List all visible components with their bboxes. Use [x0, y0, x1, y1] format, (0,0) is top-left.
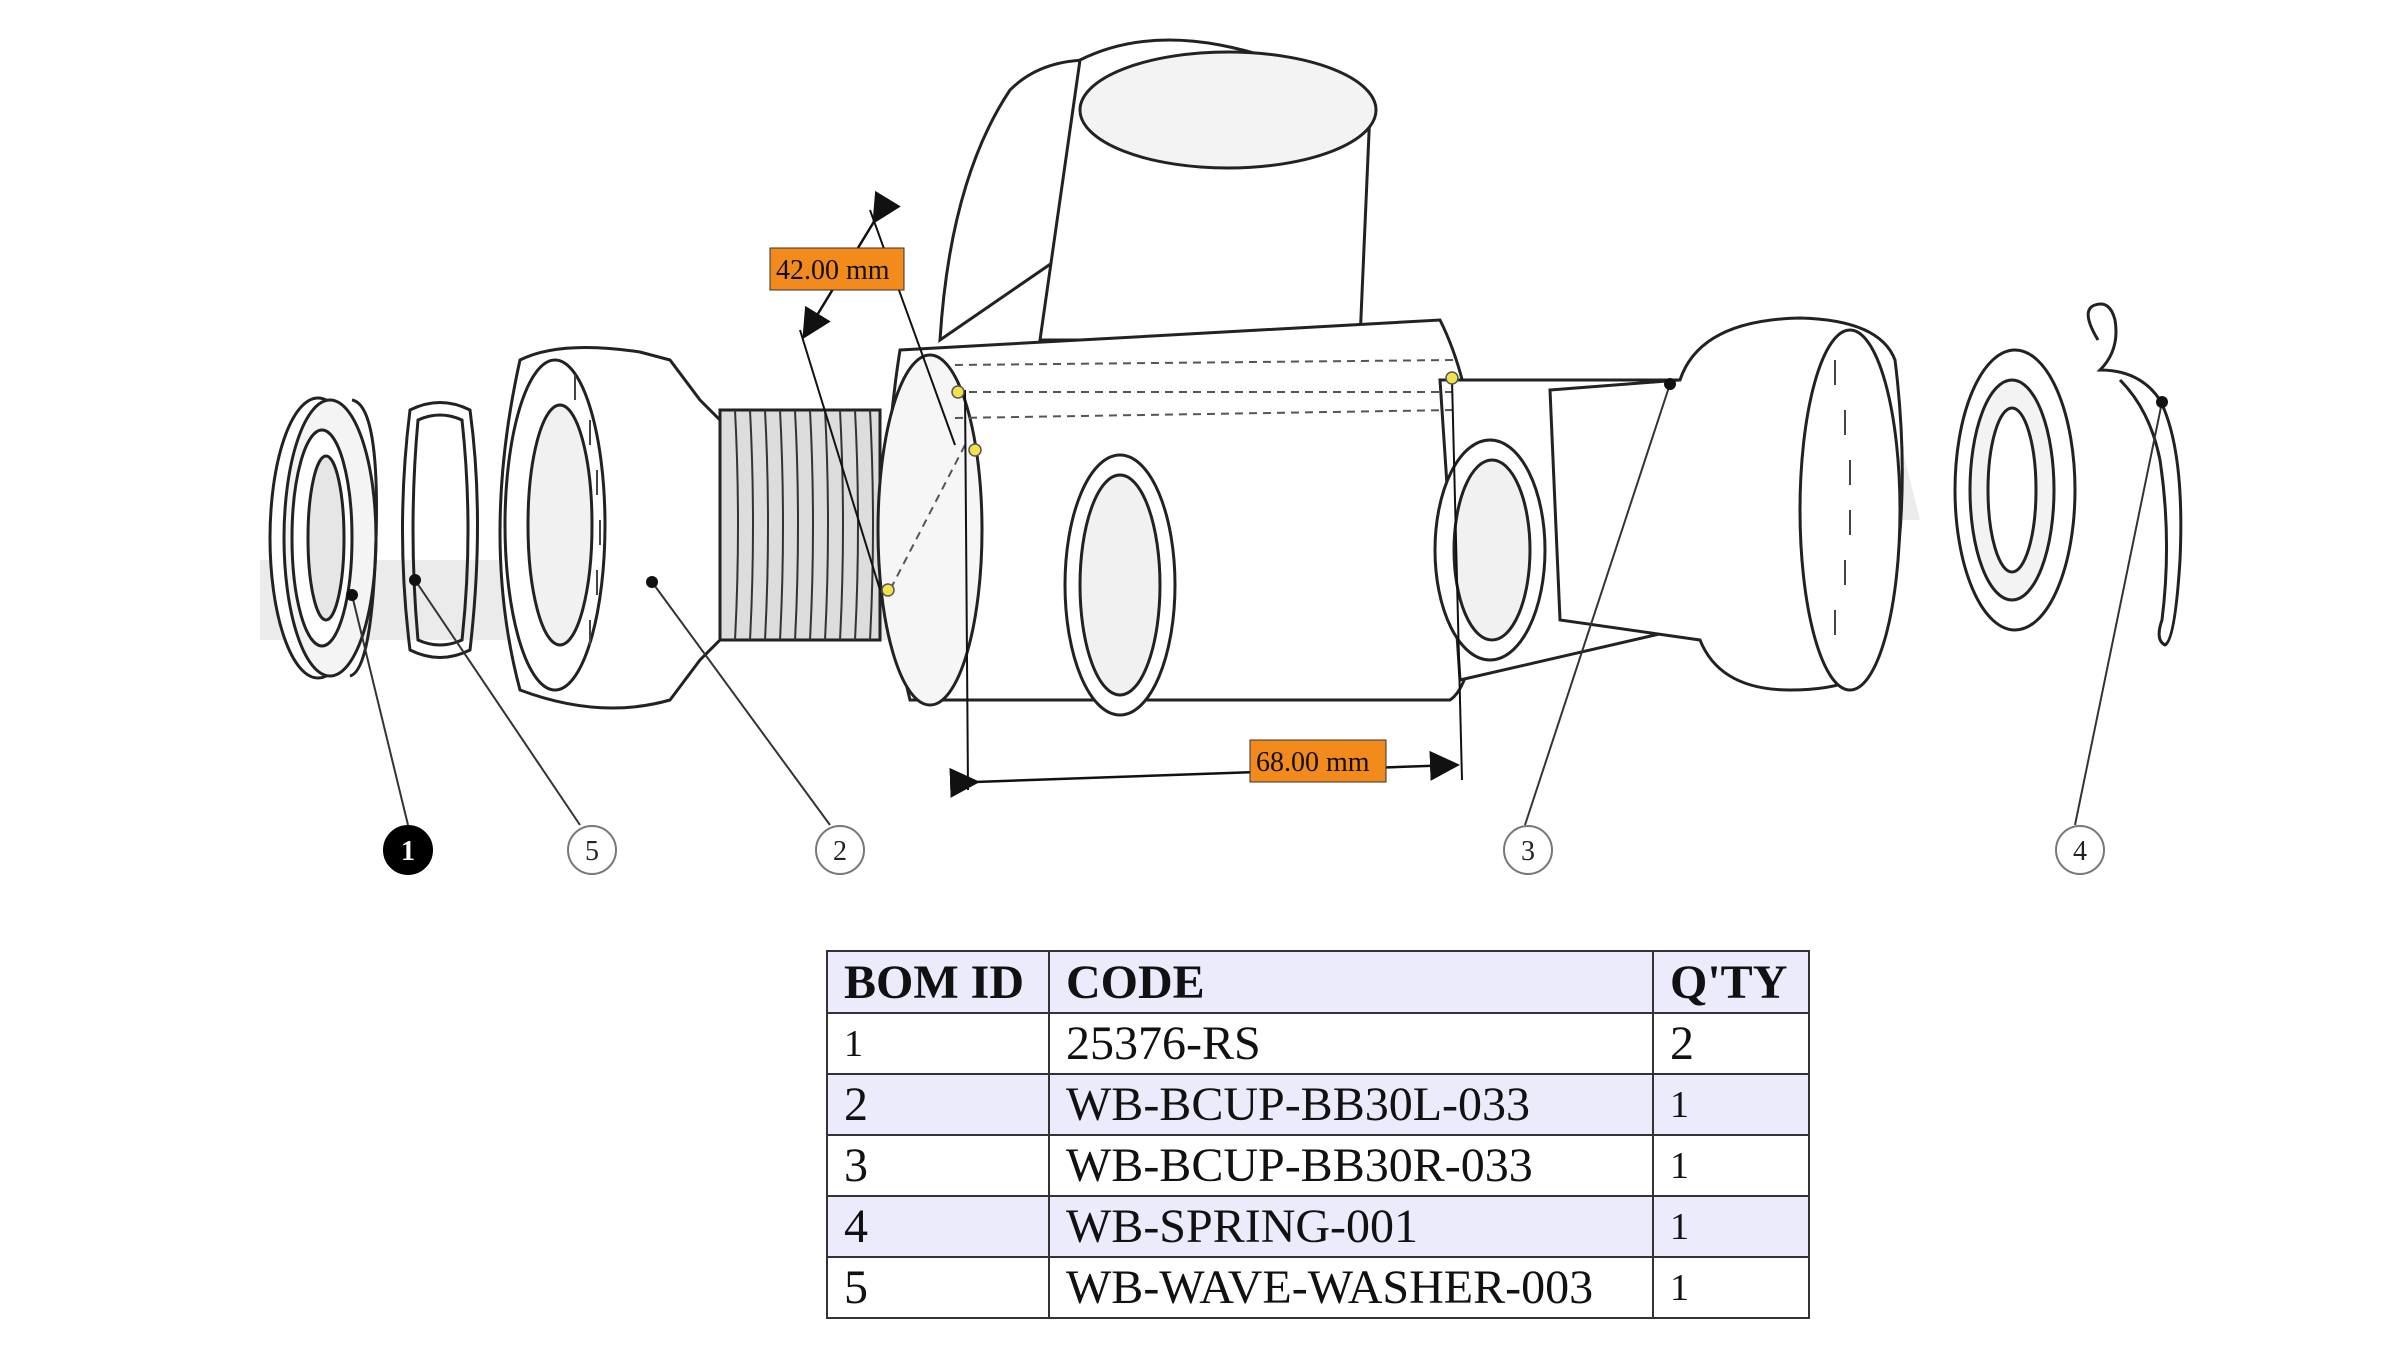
leader-lines: [351, 383, 2163, 826]
dimension-length: 68.00 mm: [949, 379, 1463, 798]
code-cell: WB-SPRING-001: [1048, 1195, 1654, 1258]
leader-dots: [346, 378, 2168, 601]
qty-cell: 1: [1652, 1256, 1810, 1319]
qty-cell: 1: [1652, 1195, 1810, 1258]
balloon-5: 5: [567, 825, 617, 875]
left-bottom-bracket-cup-part: [498, 346, 882, 710]
bom-id-cell: 2: [826, 1073, 1050, 1136]
svg-text:1: 1: [401, 836, 415, 867]
table-row: 2 WB-BCUP-BB30L-033 1: [826, 1073, 1810, 1136]
svg-text:2: 2: [833, 836, 847, 867]
table-row: 5 WB-WAVE-WASHER-003 1: [826, 1256, 1810, 1319]
exploded-assembly-diagram: 42.00 mm 68.00 mm 1 5 2 3: [260, 38, 2183, 875]
length-dimension-text: 68.00 mm: [1256, 747, 1370, 778]
balloon-4: 4: [2055, 825, 2105, 875]
code-cell: WB-BCUP-BB30L-033: [1048, 1073, 1654, 1136]
code-cell: WB-BCUP-BB30R-033: [1048, 1134, 1654, 1197]
bom-id-cell: 5: [826, 1256, 1050, 1319]
svg-text:3: 3: [1521, 836, 1535, 867]
bearing-left-part: [268, 396, 378, 680]
bom-id-header: BOM ID: [826, 950, 1050, 1014]
width-dimension-label: [769, 247, 905, 291]
measurement-points: [881, 371, 1459, 597]
width-dimension-text: 42.00 mm: [776, 255, 890, 286]
qty-cell: 1: [1652, 1134, 1810, 1197]
table-row: 3 WB-BCUP-BB30R-033 1: [826, 1134, 1810, 1197]
bom-id-cell: 4: [826, 1195, 1050, 1258]
code-cell: WB-WAVE-WASHER-003: [1048, 1256, 1654, 1319]
bill-of-materials-table: BOM ID CODE Q'TY 1 25376-RS 2 2 WB-BCUP-…: [826, 950, 1810, 1319]
right-bottom-bracket-cup-part: [1548, 316, 1904, 692]
balloon-2: 2: [815, 825, 865, 875]
dimension-width: 42.00 mm: [769, 190, 956, 591]
table-row: 4 WB-SPRING-001 1: [826, 1195, 1810, 1258]
balloon-1: 1: [383, 825, 433, 875]
table-row: 1 25376-RS 2: [826, 1012, 1810, 1075]
bom-id-cell: 1: [826, 1012, 1050, 1075]
code-header: CODE: [1048, 950, 1654, 1014]
wave-washer-part: [401, 401, 479, 659]
qty-cell: 2: [1652, 1012, 1810, 1075]
balloon-3: 3: [1503, 825, 1553, 875]
svg-text:5: 5: [585, 836, 599, 867]
qty-header: Q'TY: [1652, 950, 1810, 1014]
bom-id-cell: 3: [826, 1134, 1050, 1197]
svg-text:4: 4: [2073, 836, 2087, 867]
qty-cell: 1: [1652, 1073, 1810, 1136]
length-dimension-label: [1249, 739, 1387, 783]
bearing-right-part: [1953, 348, 2077, 632]
bom-header-row: BOM ID CODE Q'TY: [826, 950, 1810, 1014]
spring-clip-part: [2086, 302, 2183, 647]
code-cell: 25376-RS: [1048, 1012, 1654, 1075]
